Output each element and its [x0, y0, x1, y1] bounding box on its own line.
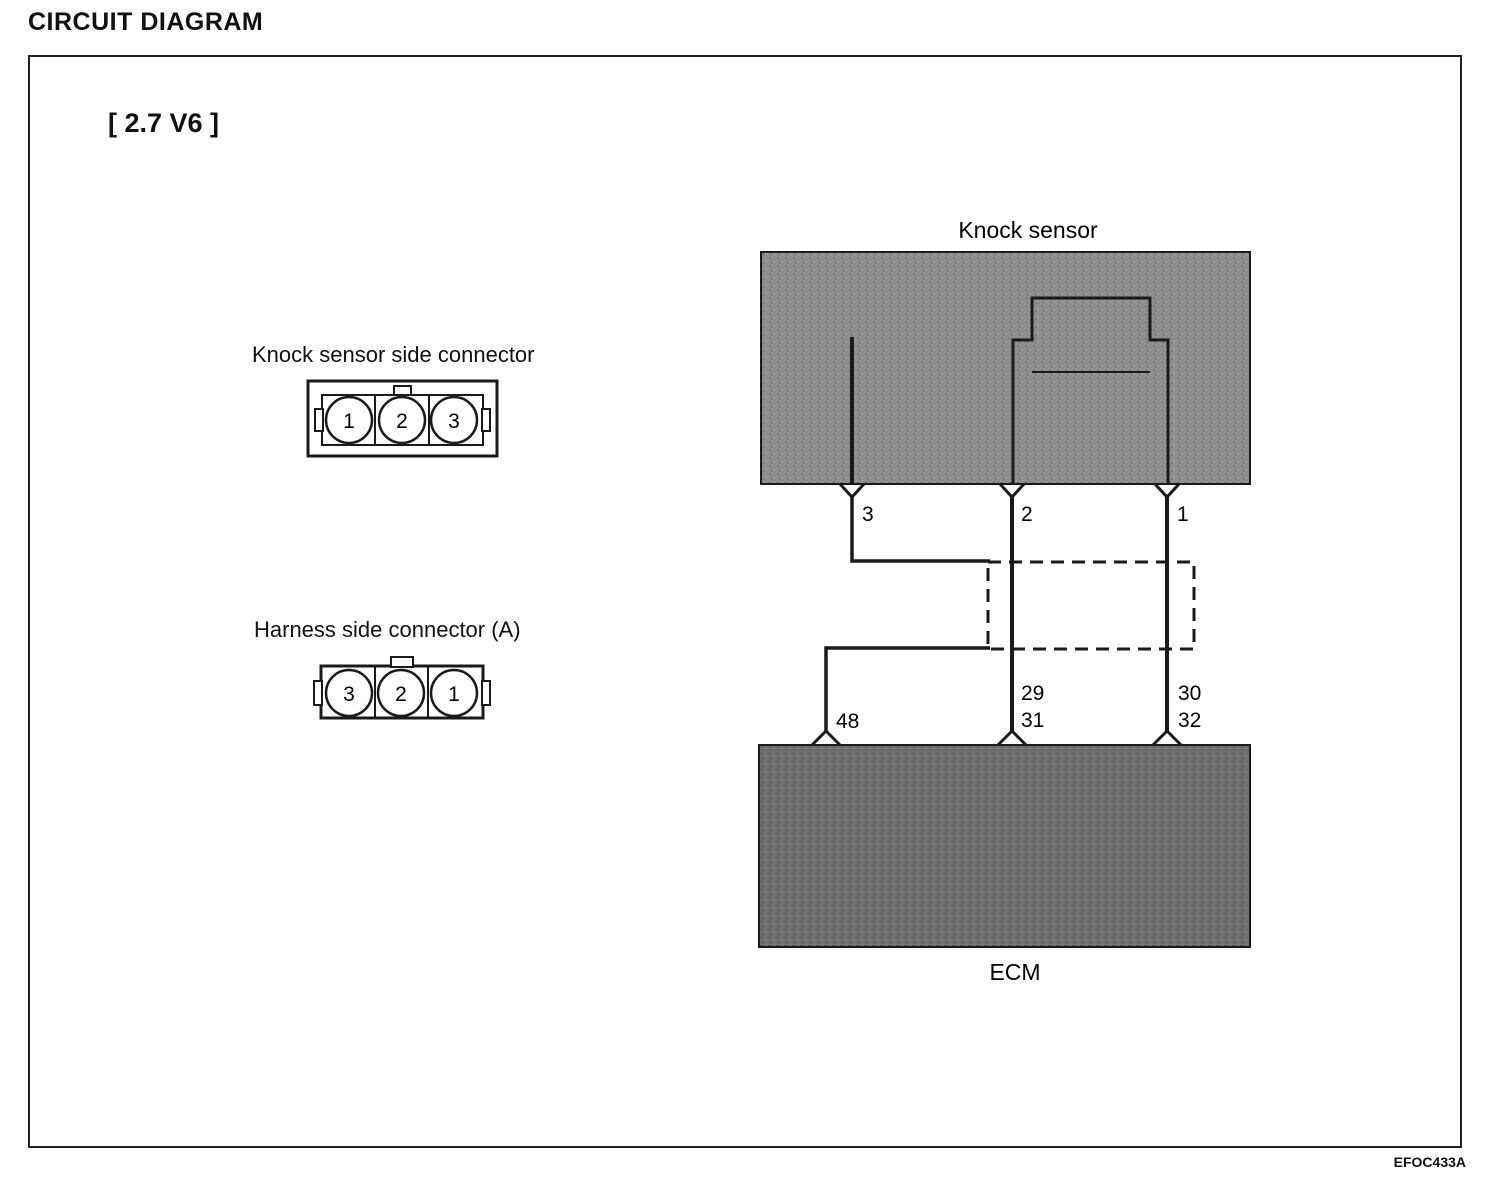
connector-pin [377, 395, 427, 445]
sensor-pin-label: 1 [1177, 503, 1189, 526]
pin-label: 2 [395, 683, 407, 706]
ecm-pin-label: 31 [1021, 709, 1044, 732]
page-title: CIRCUIT DIAGRAM [28, 8, 264, 36]
knock-sensor-block [760, 251, 1251, 485]
connector-pin [376, 668, 426, 718]
connector-pin [429, 395, 479, 445]
diagram-frame [28, 55, 1462, 1148]
ecm-pin-label: 30 [1178, 682, 1201, 705]
connector-pin [324, 668, 374, 718]
pin-label: 3 [448, 410, 460, 433]
sensor-pin-label: 3 [862, 503, 874, 526]
ecm-pin-label: 48 [836, 710, 859, 733]
connector-pin [324, 395, 374, 445]
engine-variant-label: [ 2.7 V6 ] [108, 108, 220, 138]
sensor-terminals [838, 482, 1181, 500]
harness-side-connector-label: Harness side connector (A) [254, 617, 521, 642]
ecm-label: ECM [989, 959, 1040, 985]
sensor-side-connector-label: Knock sensor side connector [252, 342, 535, 367]
knock-sensor-label: Knock sensor [958, 217, 1098, 243]
figure-id: EFOC433A [1393, 1154, 1466, 1170]
sensor-side-connector: 1 2 3 [306, 379, 499, 458]
wiring [824, 495, 1196, 733]
ecm-terminals [810, 728, 1183, 747]
ecm-block [758, 744, 1251, 948]
ecm-pin-label: 29 [1021, 682, 1044, 705]
pin-label: 2 [396, 410, 408, 433]
ecm-pin-label: 32 [1178, 709, 1201, 732]
pin-label: 3 [343, 683, 355, 706]
harness-side-connector: 3 2 1 [313, 656, 491, 720]
pin-label: 1 [343, 410, 355, 433]
sensor-pin-label: 2 [1021, 503, 1033, 526]
pin-label: 1 [448, 683, 460, 706]
shield-outline [986, 560, 1196, 651]
connector-pin [429, 668, 479, 718]
